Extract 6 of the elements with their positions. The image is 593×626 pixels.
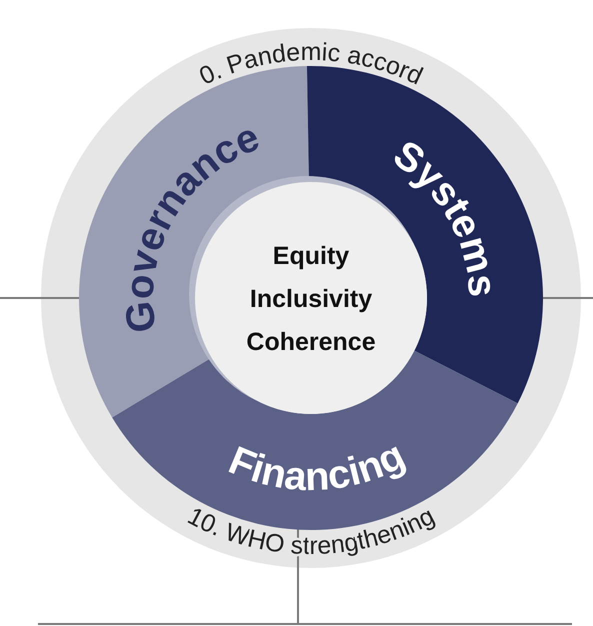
center-label: Coherence — [246, 328, 376, 356]
connector-line — [543, 297, 593, 299]
center-label: Equity — [272, 242, 350, 270]
connector-line — [0, 297, 79, 299]
segment-label: Financing — [222, 433, 412, 500]
ring-label: 0. Pandemic accord — [195, 38, 427, 91]
